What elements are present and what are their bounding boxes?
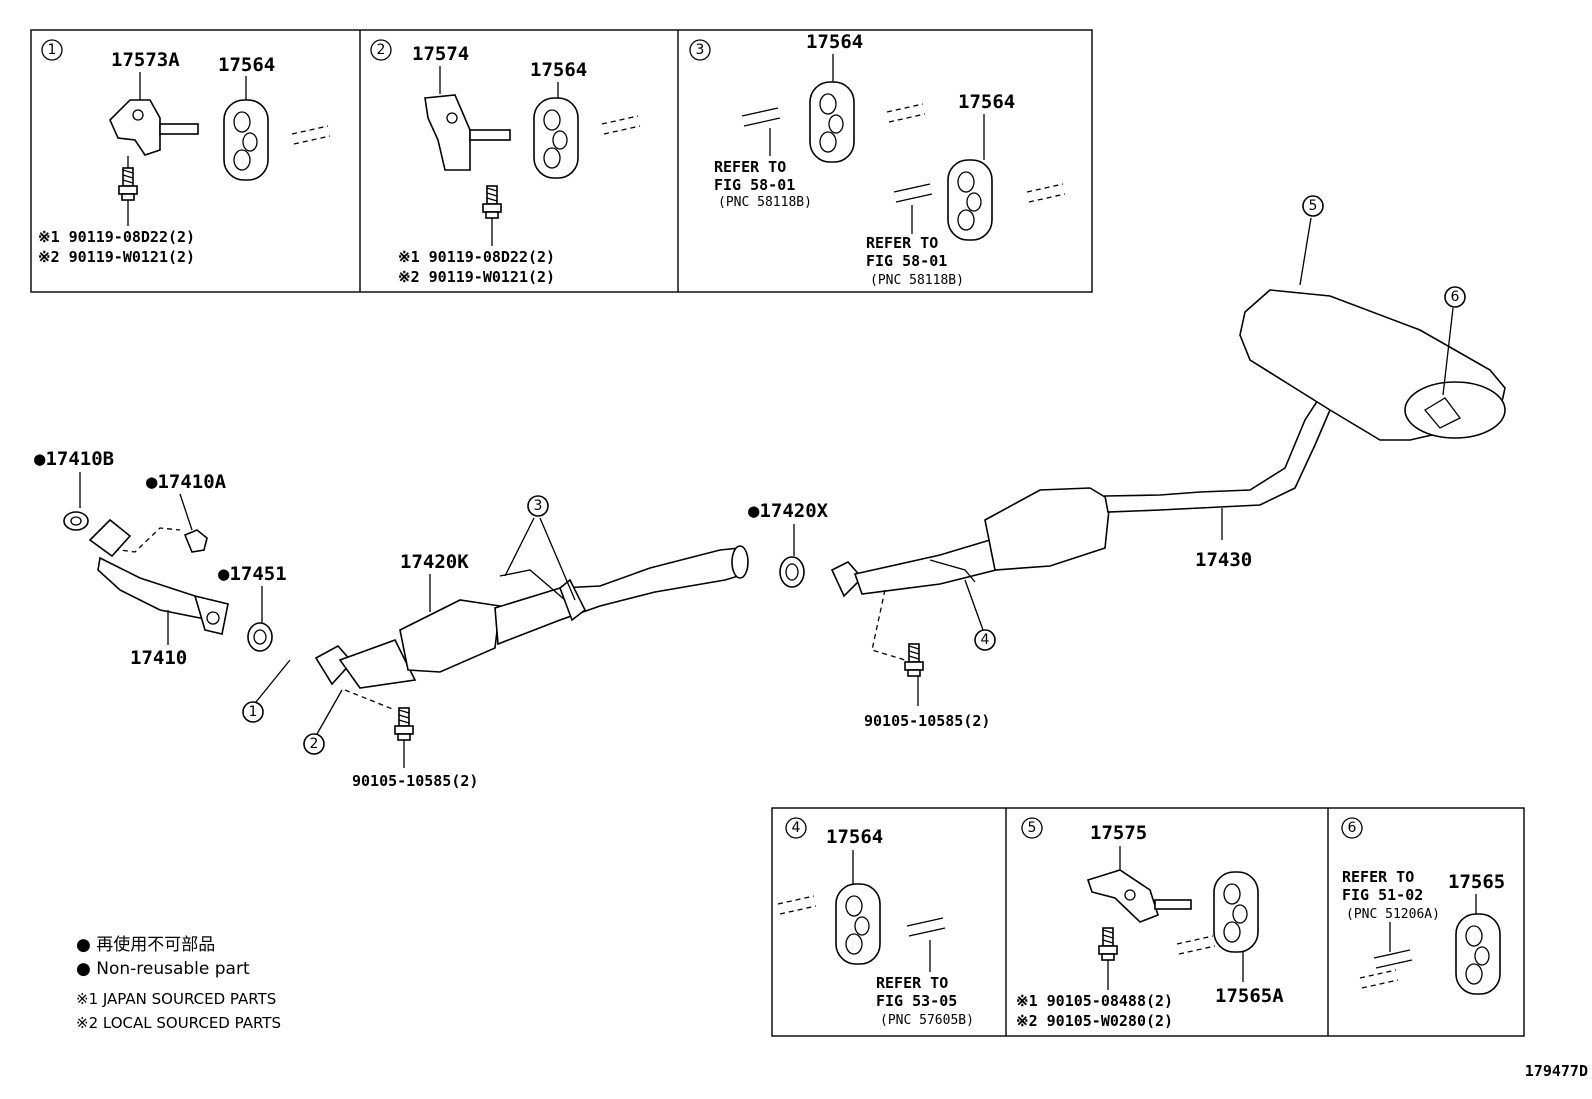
panel-6-refer-line-1: REFER TO	[1342, 868, 1414, 886]
callout-4: 4	[964, 579, 996, 651]
svg-text:3: 3	[534, 498, 543, 514]
panel-4-number: 4	[792, 820, 801, 836]
hanger-17565-illustration	[1455, 913, 1501, 995]
panel-4-refer-line-3: (PNC 57605B)	[880, 1013, 974, 1028]
legend: ● 再使用不可部品 ● Non-reusable part ※1 JAPAN S…	[76, 934, 281, 1032]
legend-note-1: ※1 JAPAN SOURCED PARTS	[76, 990, 276, 1008]
gasket-17410B-label: ●17410B	[34, 448, 114, 470]
bracket-17574-illustration	[424, 94, 511, 171]
top-panels-frame	[30, 29, 1093, 293]
part-17564-label: 17564	[530, 59, 587, 81]
panel-2-note-1: ※1 90119-08D22(2)	[398, 248, 555, 266]
panel-6-refer-line-2: FIG 51-02	[1342, 886, 1423, 904]
panel-5-note-1: ※1 90105-08488(2)	[1016, 992, 1173, 1010]
bracket-17575-illustration	[1086, 869, 1192, 923]
panel-5-number: 5	[1028, 820, 1037, 836]
svg-text:1: 1	[249, 704, 258, 720]
hanger-17564-illustration	[533, 97, 579, 179]
part-17564-label: 17564	[218, 54, 275, 76]
callout-3: 3	[504, 495, 576, 601]
panel-4-refer-line-1: REFER TO	[876, 974, 948, 992]
panel-2-note-2: ※2 90119-W0121(2)	[398, 268, 555, 286]
nut-17410A-label: ●17410A	[146, 471, 227, 493]
panel-2-number: 2	[377, 42, 386, 58]
svg-text:6: 6	[1451, 289, 1460, 305]
panel-3-refer-a-line-2: FIG 58-01	[714, 176, 795, 194]
nut-17410A-illustration	[183, 529, 208, 553]
detail-panel-3: 3 17564 17564 REFER TO FIG 58-01 (PNC 58…	[689, 31, 1066, 288]
main-exploded-view: ●17410B ●17410A 17410 ●17451	[34, 289, 1506, 790]
hanger-17564-illustration-2	[947, 159, 993, 241]
bolt-90105-right-label: 90105-10585(2)	[864, 712, 990, 730]
part-17564-label-2: 17564	[958, 91, 1015, 113]
panel-3-refer-b-line-3: (PNC 58118B)	[870, 273, 964, 288]
part-17573A-label: 17573A	[111, 49, 180, 71]
panel-3-refer-b-line-1: REFER TO	[866, 234, 938, 252]
callout-1: 1	[242, 659, 291, 723]
bolt-90105-right-illustration	[904, 643, 924, 677]
converter-17420K-illustration	[314, 545, 749, 689]
part-17565-label: 17565	[1448, 871, 1505, 893]
detail-panel-6: 6 REFER TO FIG 51-02 (PNC 51206A) 17565	[1341, 817, 1505, 995]
front-pipe-17410-label: 17410	[130, 647, 187, 669]
detail-panel-5: 5 17575 17565A ※1 90105-08488(2) ※2 9010…	[1016, 817, 1284, 1030]
panel-1-note-2: ※2 90119-W0121(2)	[38, 248, 195, 266]
bolt-90105-left-illustration	[394, 707, 414, 741]
callout-5: 5	[1299, 195, 1324, 286]
legend-note-2: ※2 LOCAL SOURCED PARTS	[76, 1014, 281, 1032]
panel-6-number: 6	[1348, 820, 1357, 836]
svg-text:5: 5	[1309, 198, 1318, 214]
detail-panel-4: 4 17564 REFER TO FIG 53-05 (PNC 57605B)	[777, 817, 974, 1028]
converter-17420K-label: 17420K	[400, 551, 469, 573]
gasket-17420X-illustration	[779, 556, 805, 588]
panel-4-refer-line-2: FIG 53-05	[876, 992, 957, 1010]
detail-panel-1: 1 17573A 17564 ※1 90119-08D22(2) ※2 9011…	[38, 39, 331, 266]
bottom-panels-frame	[771, 807, 1525, 1037]
callout-6: 6	[1442, 286, 1466, 396]
tail-pipe-17430-illustration	[830, 289, 1506, 598]
part-17564-label: 17564	[806, 31, 863, 53]
bracket-17573A-illustration	[109, 99, 199, 156]
bolt-90119-illustration	[118, 167, 138, 201]
bolt-90105-left-label: 90105-10585(2)	[352, 772, 478, 790]
legend-non-reusable-en: ● Non-reusable part	[76, 959, 250, 979]
panel-3-refer-a-line-1: REFER TO	[714, 158, 786, 176]
panel-1-number: 1	[48, 42, 57, 58]
panel-3-number: 3	[696, 42, 705, 58]
legend-non-reusable-jp: ● 再使用不可部品	[76, 934, 215, 955]
part-17574-label: 17574	[412, 43, 469, 65]
bolt-90105-illustration	[1098, 927, 1118, 961]
hanger-17564-illustration	[223, 99, 269, 181]
part-17575-label: 17575	[1090, 822, 1147, 844]
gasket-17451-label: ●17451	[218, 563, 287, 585]
hanger-17564-illustration	[835, 883, 881, 965]
detail-panel-2: 2 17574 17564 ※1 90119-08D22(2) ※2 90119…	[370, 39, 641, 286]
panel-3-refer-a-line-3: (PNC 58118B)	[718, 195, 812, 210]
front-pipe-17410-illustration	[88, 518, 229, 635]
hanger-17565A-illustration	[1213, 871, 1259, 953]
part-17565A-label: 17565A	[1215, 985, 1284, 1007]
diagram-id: 179477D	[1525, 1062, 1588, 1080]
callout-2: 2	[303, 689, 343, 755]
svg-text:4: 4	[981, 632, 990, 648]
part-17564-label: 17564	[826, 826, 883, 848]
panel-5-note-2: ※2 90105-W0280(2)	[1016, 1012, 1173, 1030]
panel-1-note-1: ※1 90119-08D22(2)	[38, 228, 195, 246]
gasket-17420X-label: ●17420X	[748, 500, 829, 522]
callouts: 1 2 3 4 5 6	[242, 195, 1466, 755]
svg-text:2: 2	[310, 736, 319, 752]
hanger-17564-illustration	[809, 81, 855, 163]
panel-6-refer-line-3: (PNC 51206A)	[1346, 907, 1440, 922]
panel-3-refer-b-line-2: FIG 58-01	[866, 252, 947, 270]
bolt-90119-illustration	[482, 185, 502, 219]
gasket-17451-illustration	[247, 622, 273, 652]
tail-pipe-17430-label: 17430	[1195, 549, 1252, 571]
gasket-17410B-illustration	[63, 511, 89, 531]
